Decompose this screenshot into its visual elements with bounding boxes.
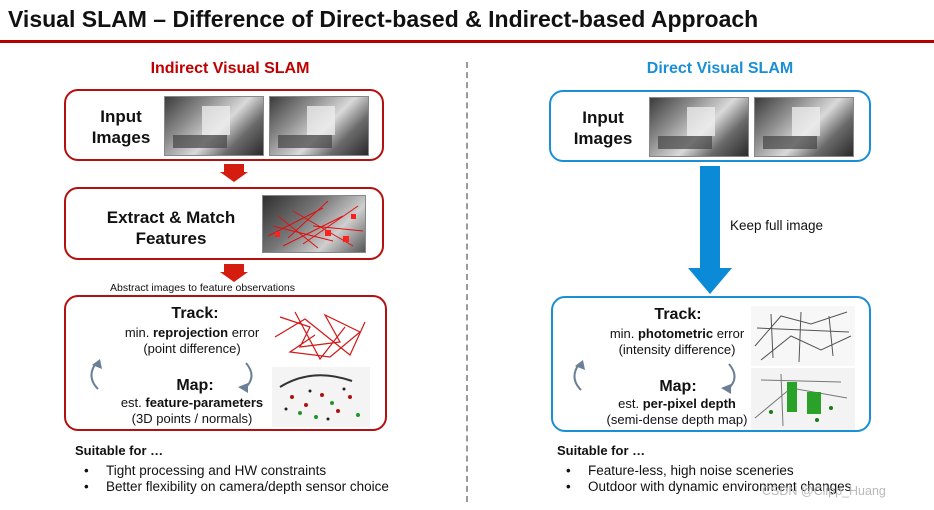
direct-input-image-1: [649, 97, 749, 157]
indirect-input-image-2: [269, 96, 369, 156]
indirect-map-title: Map:: [176, 377, 214, 394]
indirect-input-image-1: [164, 96, 264, 156]
indirect-track-map-box: Track: min. reprojection error (point di…: [64, 295, 387, 431]
indirect-track-desc: min. reprojection error: [124, 325, 260, 340]
direct-track-map-box: Track: min. photometric error (intensity…: [551, 296, 871, 432]
abstract-note: Abstract images to feature observations: [110, 282, 296, 294]
indirect-arrow-2-head: [220, 272, 248, 282]
indirect-map-desc: est. feature-parameters: [120, 395, 264, 410]
indirect-map-visual: [272, 367, 370, 427]
direct-track-note: (intensity difference): [618, 342, 736, 357]
watermark: CSDN @Clipp_Huang: [762, 484, 886, 498]
direct-track-title: Track:: [654, 306, 702, 323]
keep-full-image-note: Keep full image: [730, 218, 824, 233]
indirect-feature-image: [262, 195, 366, 253]
direct-keep-arrow: [688, 166, 732, 294]
indirect-map-note: (3D points / normals): [131, 411, 253, 426]
direct-map-visual: [751, 368, 855, 430]
list-item: Outdoor with dynamic environment changes: [558, 479, 851, 495]
direct-map-title: Map:: [659, 378, 697, 395]
direct-suitable-heading: Suitable for …: [557, 443, 646, 458]
indirect-input-label: Input Images: [91, 107, 151, 147]
indirect-track-note: (point difference): [143, 341, 241, 356]
indirect-bullet-list: Tight processing and HW constraints Bett…: [76, 463, 389, 495]
indirect-heading: Indirect Visual SLAM: [150, 60, 310, 77]
direct-input-box: Input Images: [549, 90, 871, 162]
slide-title: Visual SLAM – Difference of Direct-based…: [8, 6, 759, 32]
indirect-cycle-arrows: [90, 359, 253, 393]
indirect-track-title: Track:: [171, 305, 219, 322]
feature-matches-overlay: [267, 200, 364, 249]
indirect-arrow-2-shaft: [224, 264, 244, 272]
indirect-track-visual: [274, 311, 366, 361]
list-item: Better flexibility on camera/depth senso…: [76, 479, 389, 495]
indirect-input-box: Input Images: [64, 89, 384, 161]
direct-cycle-arrows: [573, 360, 736, 394]
indirect-arrow-1-head: [220, 172, 248, 182]
indirect-extract-box: Extract & Match Features: [64, 187, 384, 260]
direct-input-label: Input Images: [573, 108, 633, 148]
direct-heading: Direct Visual SLAM: [646, 60, 794, 77]
indirect-extract-label: Extract & Match Features: [106, 208, 236, 248]
title-underline: [0, 40, 934, 43]
direct-map-desc: est. per-pixel depth: [618, 396, 736, 411]
direct-map-note: (semi-dense depth map): [606, 412, 748, 427]
indirect-suitable-heading: Suitable for …: [75, 443, 164, 458]
column-divider: [466, 62, 468, 502]
direct-bullet-list: Feature-less, high noise sceneries Outdo…: [558, 463, 851, 495]
list-item: Feature-less, high noise sceneries: [558, 463, 851, 479]
indirect-arrow-1-shaft: [224, 164, 244, 172]
direct-track-desc: min. photometric error: [609, 326, 745, 341]
list-item: Tight processing and HW constraints: [76, 463, 389, 479]
direct-input-image-2: [754, 97, 854, 157]
direct-track-visual: [751, 306, 855, 366]
